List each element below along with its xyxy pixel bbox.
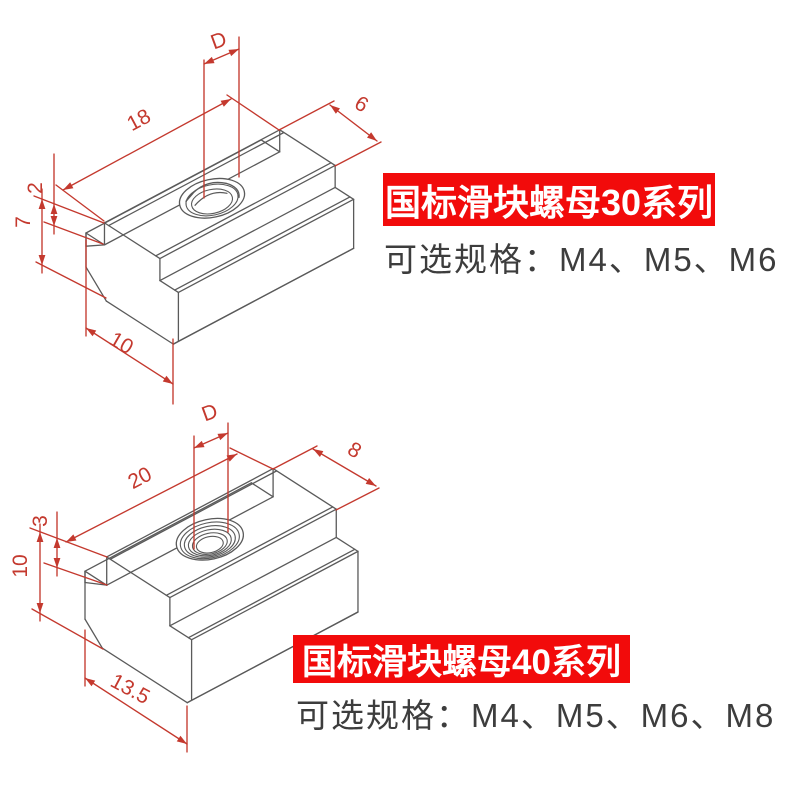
series-30-title-banner: 国标滑块螺母30系列 xyxy=(383,173,715,226)
dim-label-total-height-40: 10 xyxy=(9,554,32,577)
dim-label-tongue-width-30: 6 xyxy=(350,92,372,118)
dim-label-base-width-30: 10 xyxy=(105,328,137,360)
dim-label-length-40: 20 xyxy=(124,463,155,494)
dim-label-thread-40: D xyxy=(199,399,221,426)
nut-40-dimension-lines xyxy=(29,422,380,753)
dim-label-total-height-30: 7 xyxy=(12,216,35,228)
dim-label-length-30: 18 xyxy=(123,105,154,136)
dim-label-base-width-40: 13.5 xyxy=(107,670,154,709)
series-40-title-banner: 国标滑块螺母40系列 xyxy=(293,635,630,683)
nut-40-wireframe xyxy=(84,467,359,704)
dim-label-tongue-width-40: 8 xyxy=(343,438,365,464)
dim-label-tongue-height-40: 3 xyxy=(29,515,52,527)
series-30-spec-text: 可选规格：M4、M5、M6 xyxy=(384,241,779,278)
dim-label-tongue-height-30: 2 xyxy=(24,182,47,194)
nut-30-wireframe xyxy=(85,129,355,345)
series-40-spec-text: 可选规格：M4、M5、M6、M8 xyxy=(296,697,776,734)
dim-label-thread-30: D xyxy=(208,27,230,54)
nut-30-dimension-lines xyxy=(33,36,382,405)
